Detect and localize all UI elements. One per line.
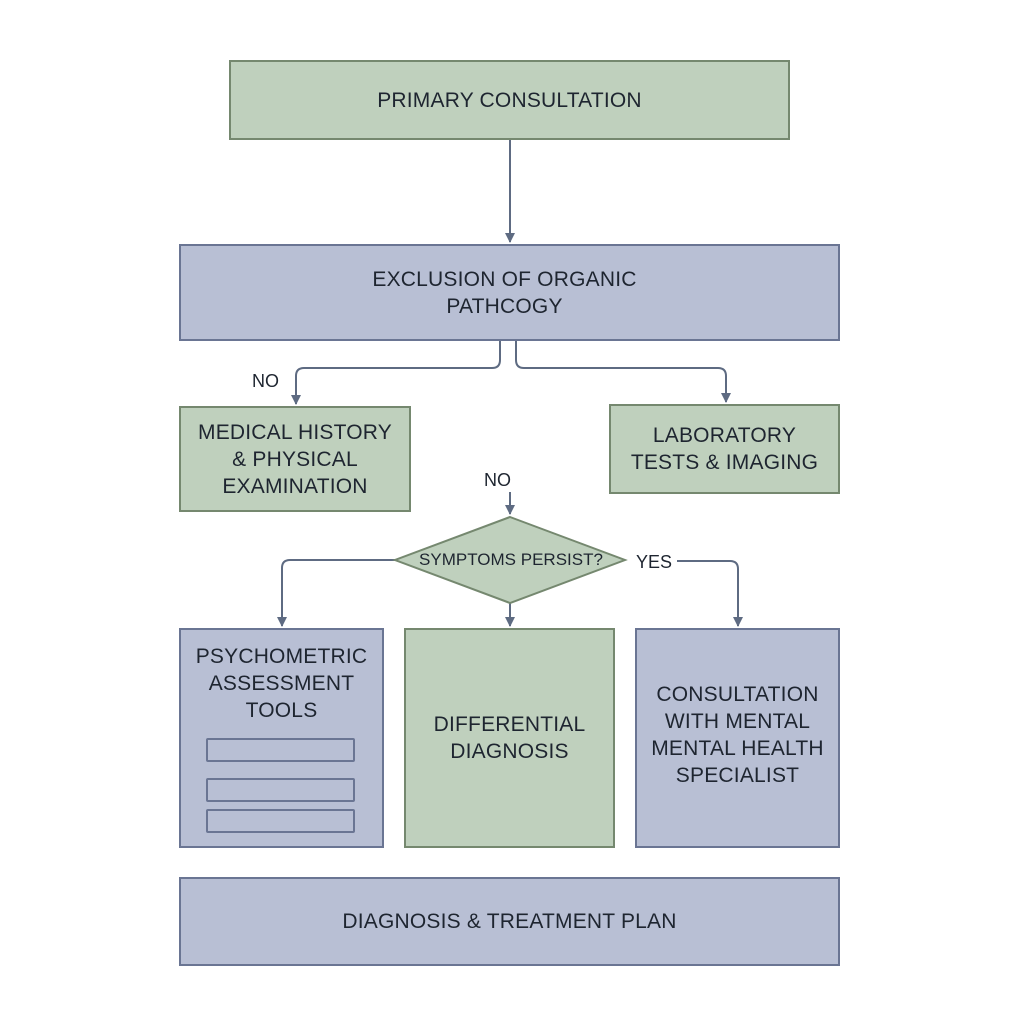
laboratory-label-line-2: TESTS & IMAGING: [630, 451, 819, 474]
medical-label-line-3: EXAMINATION: [222, 474, 368, 498]
laboratory-tests-imaging-box: LABORATORY TESTS & IMAGING: [609, 404, 840, 494]
exclusion-label-line-1: EXCLUSION OF ORGANIC: [372, 267, 637, 291]
differential-label-line-1: DIFFERENTIAL: [433, 713, 586, 736]
assessment-tool-bar-3: [206, 809, 355, 833]
assessment-tool-bar-2: [206, 778, 355, 802]
differential-label-line-2: DIAGNOSIS: [450, 740, 569, 763]
decision-diamond: [392, 515, 628, 605]
diagnosis-treatment-plan-box: DIAGNOSIS & TREATMENT PLAN: [179, 877, 840, 966]
decision-symptoms-persist-label: SYMPTOMS PERSIST?: [419, 550, 603, 569]
exclusion-label-line-2: PATHCOGY: [446, 294, 563, 318]
consultation-label-line-3: MENTAL HEALTH: [651, 737, 824, 760]
assessment-tool-bar-1: [206, 738, 355, 762]
psychometric-label-line-2: ASSESSMENT: [208, 672, 355, 695]
arrow-exclusion-to-medical: [291, 340, 501, 405]
psychometric-label-line-1: PSYCHOMETRIC: [195, 645, 368, 668]
differential-diagnosis-box: DIFFERENTIAL DIAGNOSIS: [404, 628, 615, 848]
arrow-decision-to-consultation: [677, 560, 743, 627]
primary-consultation-label: PRIMARY CONSULTATION: [377, 88, 642, 112]
primary-consultation-box: PRIMARY CONSULTATION: [229, 60, 790, 140]
consultation-label-line-2: WITH MENTAL: [664, 710, 811, 733]
consultation-label-line-4: SPECIALIST: [675, 764, 800, 787]
laboratory-label-line-1: LABORATORY: [652, 424, 797, 447]
psychometric-label-line-3: TOOLS: [245, 699, 318, 722]
exclusion-organic-pathology-box: EXCLUSION OF ORGANIC PATHCOGY: [179, 244, 840, 341]
edge-label-yes: YES: [636, 552, 673, 572]
consultation-mental-health-specialist-box: CONSULTATION WITH MENTAL MENTAL HEALTH S…: [635, 628, 840, 848]
edge-label-no-left: NO: [252, 371, 279, 391]
consultation-label-line-1: CONSULTATION: [656, 683, 819, 706]
arrow-decision-to-psychometric: [277, 559, 396, 627]
final-label: DIAGNOSIS & TREATMENT PLAN: [342, 910, 677, 933]
medical-label-line-1: MEDICAL HISTORY: [198, 420, 392, 444]
medical-history-physical-examination-box: MEDICAL HISTORY & PHYSICAL EXAMINATION: [179, 406, 411, 512]
arrow-exclusion-to-laboratory: [515, 340, 731, 403]
medical-label-line-2: & PHYSICAL: [232, 447, 358, 471]
edge-label-no-center: NO: [484, 470, 511, 490]
